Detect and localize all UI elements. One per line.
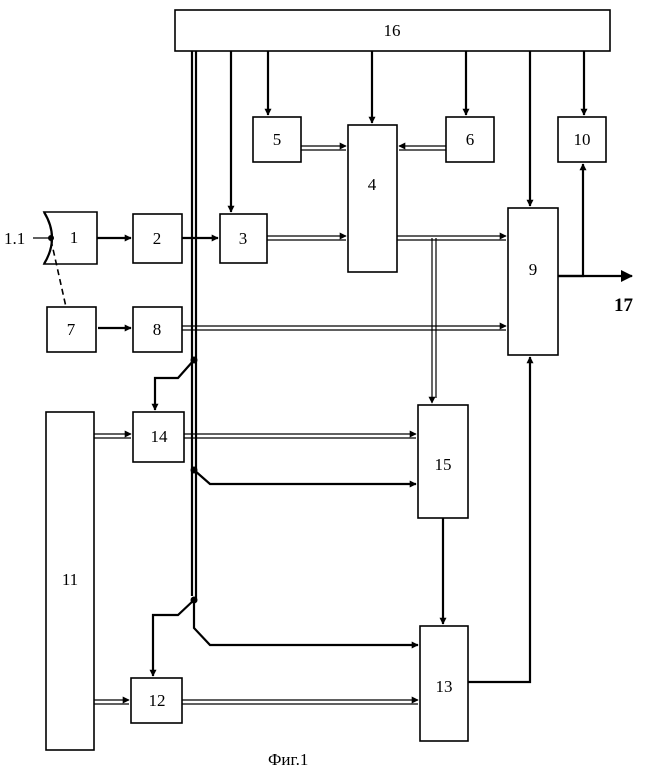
block-6: 6 <box>446 117 494 162</box>
block-10-label: 10 <box>574 130 591 149</box>
block-14: 14 <box>133 412 184 462</box>
block-7: 7 <box>47 307 96 352</box>
block-5: 5 <box>253 117 301 162</box>
block-16-label: 16 <box>384 21 401 40</box>
block-1-label: 1 <box>70 228 79 247</box>
block-11: 11 <box>46 412 94 750</box>
block-2-label: 2 <box>153 229 162 248</box>
block-5-label: 5 <box>273 130 282 149</box>
block-4-label: 4 <box>368 175 377 194</box>
figure-caption: Фиг.1 <box>268 750 308 769</box>
block-9: 9 <box>508 208 558 355</box>
block-13-label: 13 <box>436 677 453 696</box>
block-8: 8 <box>133 307 182 352</box>
block-16: 16 <box>175 10 610 51</box>
block-7-label: 7 <box>67 320 76 339</box>
block-15: 15 <box>418 405 468 518</box>
block-3-label: 3 <box>239 229 248 248</box>
block-9-label: 9 <box>529 260 538 279</box>
block-15-label: 15 <box>435 455 452 474</box>
connections <box>33 51 632 704</box>
block-13: 13 <box>420 626 468 741</box>
output-label: 17 <box>614 295 634 316</box>
block-12: 12 <box>131 678 182 723</box>
input-label: 1.1 <box>4 229 25 248</box>
block-3: 3 <box>220 214 267 263</box>
block-11-label: 11 <box>62 570 78 589</box>
block-8-label: 8 <box>153 320 162 339</box>
block-4: 4 <box>348 125 397 272</box>
block-10: 10 <box>558 117 606 162</box>
block-12-label: 12 <box>149 691 166 710</box>
block-6-label: 6 <box>466 130 475 149</box>
block-14-label: 14 <box>151 427 169 446</box>
block-2: 2 <box>133 214 182 263</box>
